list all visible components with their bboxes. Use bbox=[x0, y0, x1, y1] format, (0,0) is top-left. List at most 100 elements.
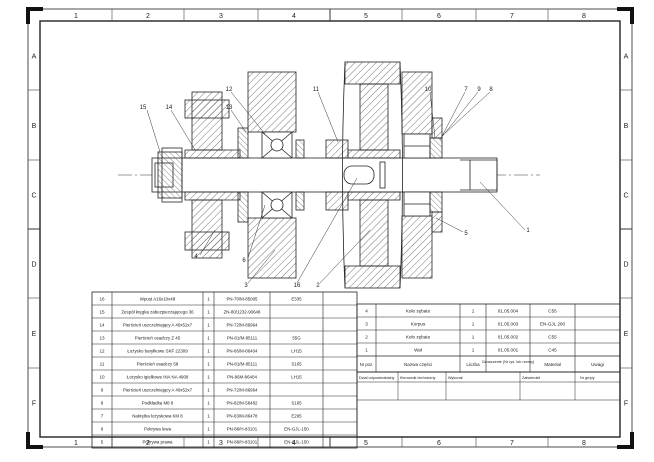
zone-col-bottom-6: 6 bbox=[437, 440, 441, 447]
zone-col-bottom-4: 4 bbox=[292, 440, 296, 447]
part-std: 01.05.004 bbox=[498, 309, 519, 314]
part-qty: 1 bbox=[207, 440, 210, 445]
zone-row-left-D: D bbox=[31, 262, 36, 269]
title-wykonal: Wykonał bbox=[448, 376, 463, 380]
title-dzial: Dział odpowiedzialny bbox=[359, 376, 395, 380]
part-material: LH15 bbox=[291, 349, 302, 354]
part-qty: 1 bbox=[472, 335, 475, 340]
callout-1: 1 bbox=[526, 228, 530, 234]
part-no: 10 bbox=[99, 375, 105, 380]
part-std: PN-81/M-85111 bbox=[227, 336, 258, 341]
part-name: Łożysko igiełkowe INA NA 4909 bbox=[127, 375, 189, 380]
part-name: Wał bbox=[414, 348, 422, 353]
part-material: E295 bbox=[291, 414, 302, 419]
zone-row-right-C: C bbox=[623, 193, 628, 200]
part-std: PN-86/H-83101 bbox=[227, 427, 258, 432]
callout-9: 9 bbox=[477, 87, 481, 93]
zone-col-bottom-1: 1 bbox=[74, 440, 78, 447]
part-std: PN-86M-86404 bbox=[227, 375, 257, 380]
title-block bbox=[356, 371, 621, 438]
part-material: C55 bbox=[548, 309, 557, 314]
part-qty: 1 bbox=[207, 388, 210, 393]
part-std: 01.05.003 bbox=[498, 322, 519, 327]
header-name: Nazwa części bbox=[404, 362, 432, 367]
part-no: 9 bbox=[101, 388, 104, 393]
part-no: 5 bbox=[101, 440, 104, 445]
part-qty: 1 bbox=[207, 297, 210, 302]
part-name: Pierścień uszczelniający A 40x52x7 bbox=[123, 323, 193, 328]
assembly-section bbox=[151, 61, 498, 289]
zone-row-left-B: B bbox=[32, 123, 37, 130]
part-name: Pokrywa prawa bbox=[142, 440, 173, 445]
zone-col-top-3: 3 bbox=[219, 13, 223, 20]
callout-4: 4 bbox=[194, 254, 198, 260]
part-material: E335 bbox=[291, 297, 302, 302]
zone-col-top-1: 1 bbox=[74, 13, 78, 20]
part-qty: 1 bbox=[207, 336, 210, 341]
zone-col-top-8: 8 bbox=[582, 13, 586, 20]
part-qty: 1 bbox=[207, 414, 210, 419]
callout-3: 3 bbox=[244, 283, 248, 289]
zone-col-top-6: 6 bbox=[437, 13, 441, 20]
callout-7: 7 bbox=[464, 87, 468, 93]
part-material: EN-GJL-150 bbox=[284, 440, 309, 445]
part-material: S165 bbox=[291, 401, 302, 406]
part-qty: 1 bbox=[472, 348, 475, 353]
zone-col-bottom-5: 5 bbox=[364, 440, 368, 447]
part-std: PN-72/M-86964 bbox=[227, 388, 259, 393]
callout-14: 14 bbox=[166, 105, 173, 111]
part-name: Koło zębate bbox=[406, 335, 431, 340]
part-material: S165 bbox=[291, 362, 302, 367]
gear-left bbox=[184, 91, 241, 259]
part-no: 2 bbox=[365, 335, 368, 340]
part-no: 8 bbox=[101, 401, 104, 406]
part-std: PN-86/H-83101 bbox=[227, 440, 258, 445]
header-material: Materiał bbox=[544, 362, 560, 367]
part-name: Pokrywa lewa bbox=[144, 427, 172, 432]
zone-row-right-D: D bbox=[623, 262, 628, 269]
zone-row-left-F: F bbox=[32, 401, 36, 408]
part-std: PN-81/M-85111 bbox=[227, 362, 258, 367]
part-std: PN-82/M-58482 bbox=[227, 401, 259, 406]
part-name: Wpust A16x10x48 bbox=[140, 297, 176, 302]
header-no: Nr poz. bbox=[360, 362, 374, 367]
gear-right bbox=[342, 61, 403, 289]
header-qty: Liczba bbox=[466, 362, 480, 367]
zone-row-right-B: B bbox=[624, 123, 629, 130]
part-no: 11 bbox=[100, 362, 105, 367]
zone-col-top-4: 4 bbox=[292, 13, 296, 20]
part-name: Zespół kręgka zabezpieczającego 36 bbox=[121, 310, 194, 315]
part-name: Koło zębate bbox=[406, 309, 431, 314]
part-std: PN-70/M-85005 bbox=[227, 297, 259, 302]
zone-row-left-E: E bbox=[32, 331, 37, 338]
callout-15: 15 bbox=[140, 105, 147, 111]
part-qty: 1 bbox=[207, 323, 210, 328]
part-name: Łożysko baryłkowe SKF 22309 bbox=[127, 349, 188, 354]
title-zatwierdzil: Zatwierdził bbox=[522, 376, 540, 380]
callout-8: 8 bbox=[489, 87, 493, 93]
part-material: 55G bbox=[292, 336, 301, 341]
callout-10: 10 bbox=[425, 87, 432, 93]
part-name: Nakrętka łożyskowa KM 8 bbox=[132, 414, 183, 419]
part-qty: 1 bbox=[472, 322, 475, 327]
part-name: Podkładka M8 8 bbox=[142, 401, 174, 406]
part-name: Korpus bbox=[411, 322, 426, 327]
parts-list-table: 1 6 Wpust A16x10x48 1 PN-70/M-85005 E335 1 5 Zes… bbox=[91, 291, 621, 449]
part-no: 3 bbox=[365, 322, 368, 327]
zone-row-right-A: A bbox=[624, 54, 629, 61]
zone-col-top-2: 2 bbox=[146, 13, 150, 20]
header-std: Oznaczenie (Nr rys. lub normy) bbox=[482, 360, 535, 364]
part-std: PN-86/M-86404 bbox=[227, 349, 259, 354]
part-name: Pierścień osadczy Z 45 bbox=[135, 336, 181, 341]
part-qty: 1 bbox=[207, 310, 210, 315]
key bbox=[343, 165, 375, 185]
callout-2: 2 bbox=[316, 283, 320, 289]
part-material: C55 bbox=[548, 335, 557, 340]
drawing-frame bbox=[26, 7, 634, 449]
shaft bbox=[151, 157, 498, 193]
bearing-left bbox=[237, 71, 305, 279]
part-qty: 1 bbox=[207, 375, 210, 380]
